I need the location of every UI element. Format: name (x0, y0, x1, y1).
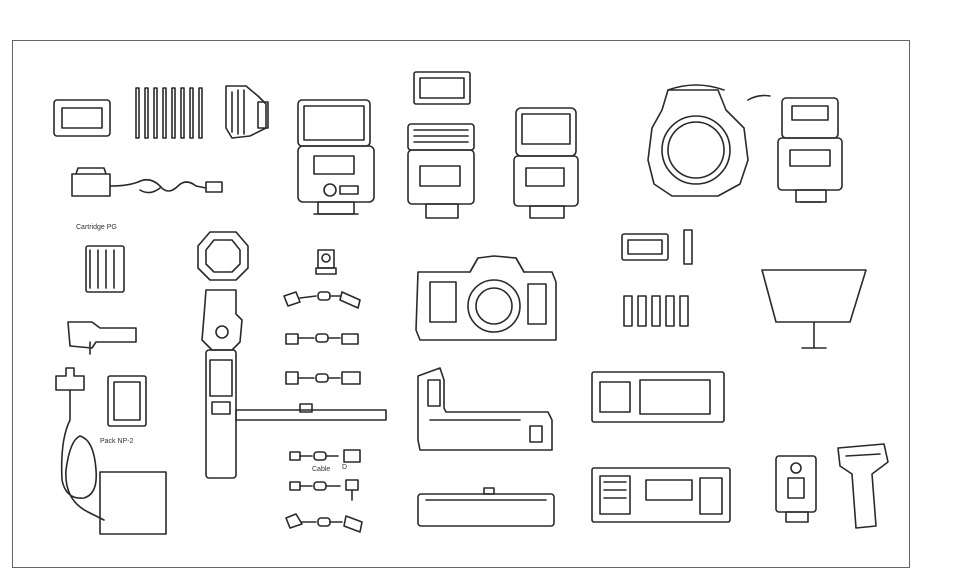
speedlite-1-icon (298, 100, 374, 214)
battery-cartridge-icon (86, 246, 124, 292)
data-back-2-icon (592, 468, 730, 522)
data-back-1-icon (592, 372, 724, 422)
pack-label: Pack NP-2 (100, 438, 133, 445)
pistol-grip-icon (838, 444, 888, 528)
connection-cords-icon (284, 292, 362, 532)
ac-adapter-icon (72, 168, 222, 196)
speedlite-3-icon (514, 108, 578, 218)
reflector-icon (762, 270, 866, 348)
cable-code-label: D (342, 464, 347, 471)
ring-flash-icon (648, 85, 770, 196)
filter-set-icon (136, 88, 202, 138)
small-flash-icon (778, 98, 842, 202)
adapter-panel-icon (414, 72, 470, 104)
cable-label: Cable (312, 466, 330, 473)
battery-holder-icon (418, 488, 554, 526)
lens-hood-icon (198, 232, 248, 280)
hood-icon (226, 86, 268, 138)
battery-pack-icon (108, 376, 146, 426)
grip-icon (68, 322, 136, 354)
charger-cord-icon (56, 368, 166, 534)
motor-drive-icon (418, 368, 552, 450)
auto-flash-icon (776, 456, 816, 522)
focusing-screen-icon (54, 100, 110, 136)
focusing-screens-set-icon (622, 230, 692, 326)
camera-body-icon (416, 256, 556, 340)
speedlite-2-icon (408, 124, 474, 218)
hot-shoe-adapter-icon (316, 250, 336, 274)
cartridge-label: Cartridge PG (76, 224, 117, 231)
